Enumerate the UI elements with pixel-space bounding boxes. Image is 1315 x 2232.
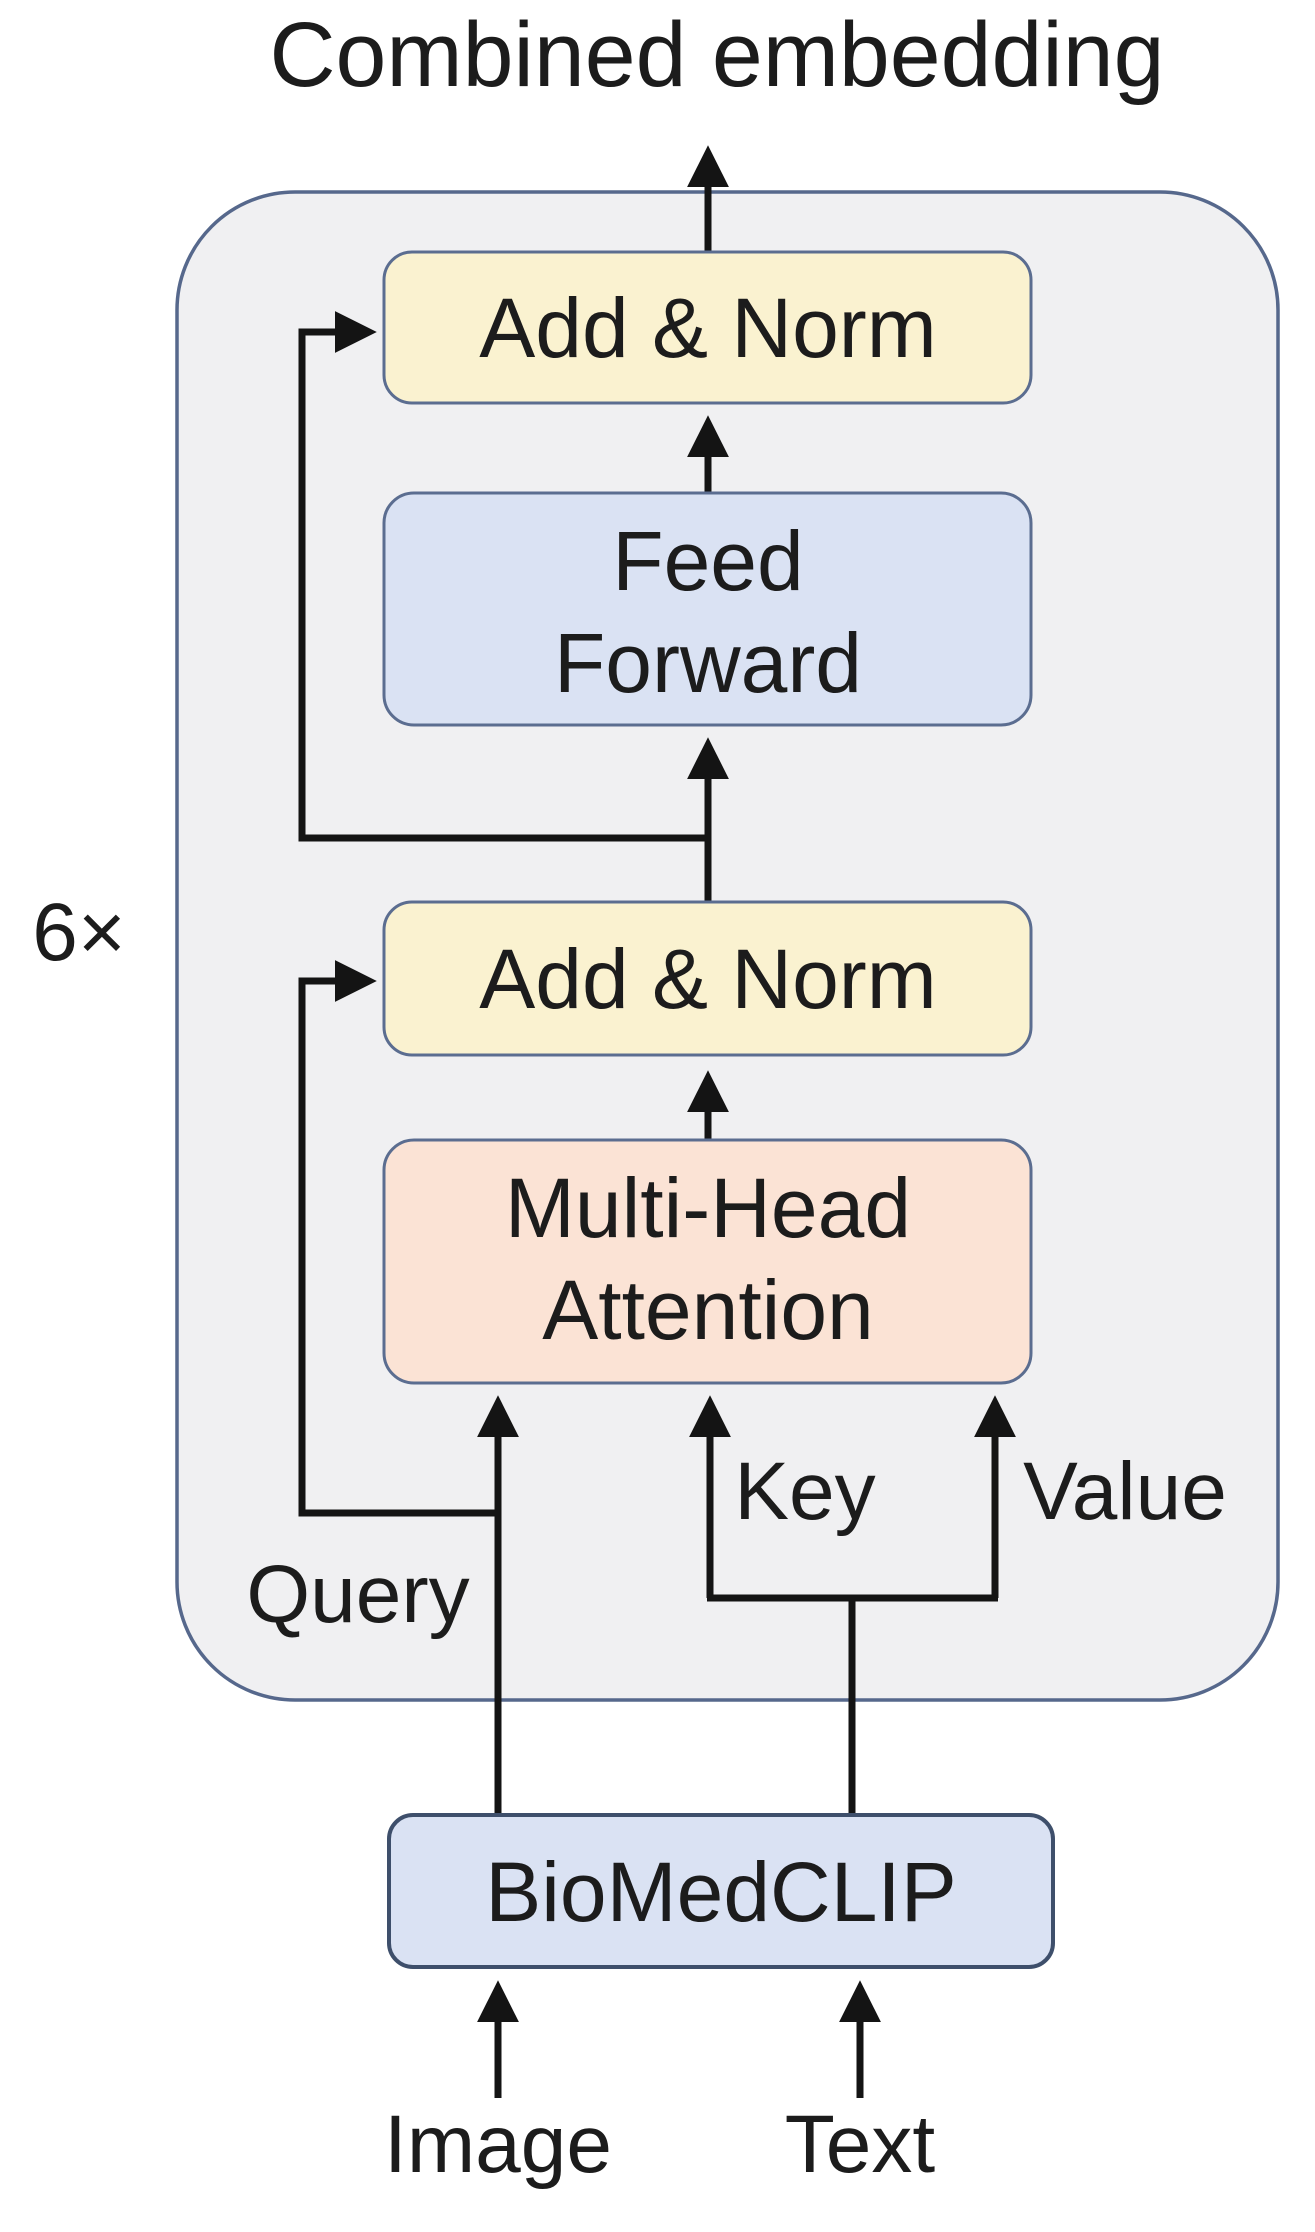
multi-head-attention-box bbox=[382, 1138, 1033, 1385]
multi-head-attention-label-line1: Multi-Head bbox=[505, 1161, 911, 1255]
add-norm-top-box bbox=[382, 250, 1033, 405]
add-norm-bottom-block: Add & Norm bbox=[382, 900, 1033, 1057]
feed-forward-label-line2: Forward bbox=[554, 616, 862, 710]
add-norm-top-label: Add & Norm bbox=[479, 281, 937, 375]
multi-head-attention-label-line2: Attention bbox=[542, 1263, 874, 1357]
add-norm-bottom-label: Add & Norm bbox=[479, 932, 937, 1026]
feed-forward-box bbox=[382, 491, 1033, 727]
key-label: Key bbox=[734, 1446, 875, 1537]
feed-forward-block: Feed Forward bbox=[382, 491, 1033, 727]
image-input-label: Image bbox=[384, 2099, 612, 2190]
multi-head-attention-block: Multi-Head Attention bbox=[382, 1138, 1033, 1385]
text-input-label: Text bbox=[785, 2099, 936, 2190]
repeat-count-label: 6× bbox=[32, 887, 126, 978]
residual-connection-feedforward bbox=[298, 311, 708, 842]
query-label: Query bbox=[246, 1549, 469, 1640]
biomedclip-label: BioMedCLIP bbox=[485, 1845, 957, 1939]
feed-forward-label-line1: Feed bbox=[612, 514, 803, 608]
add-norm-top-block: Add & Norm bbox=[382, 250, 1033, 405]
value-label: Value bbox=[1023, 1446, 1227, 1537]
biomedclip-block: BioMedCLIP bbox=[387, 1813, 1055, 1969]
residual-connection-attention bbox=[298, 960, 498, 1517]
combined-embedding-label: Combined embedding bbox=[270, 4, 1165, 106]
add-norm-bottom-box bbox=[382, 900, 1033, 1057]
biomedclip-box bbox=[387, 1813, 1055, 1969]
